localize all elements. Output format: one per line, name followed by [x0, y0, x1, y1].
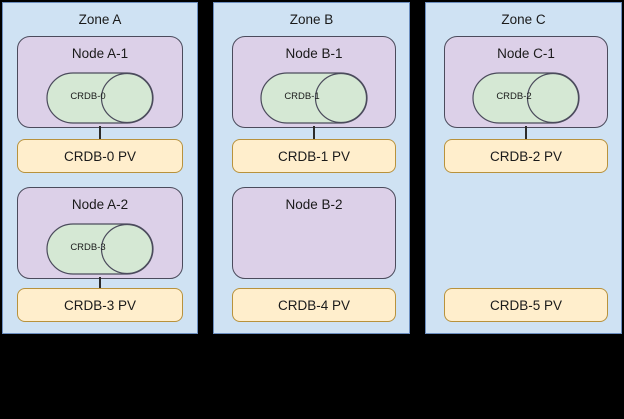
node-c-1-title: Node C-1	[497, 46, 555, 61]
pv-crdb-0[interactable]: CRDB-0 PV	[17, 139, 183, 173]
pv-crdb-2[interactable]: CRDB-2 PV	[444, 139, 608, 173]
node-b-2[interactable]: Node B-2	[232, 187, 396, 279]
connector-crdb-0	[99, 126, 101, 140]
pod-crdb-1[interactable]: CRDB-1	[260, 72, 368, 124]
pod-crdb-2[interactable]: CRDB-2	[472, 72, 580, 124]
cylinder-icon	[46, 223, 154, 275]
pv-crdb-1[interactable]: CRDB-1 PV	[232, 139, 396, 173]
pod-crdb-2-label: CRDB-2	[496, 91, 532, 102]
pod-crdb-0[interactable]: CRDB-0	[46, 72, 154, 124]
node-b-1[interactable]: Node B-1 CRDB-1	[232, 36, 396, 128]
connector-crdb-2	[525, 126, 527, 140]
node-a-1-title: Node A-1	[71, 46, 129, 61]
node-c-1[interactable]: Node C-1 CRDB-2	[444, 36, 608, 128]
zone-a[interactable]: Zone A Node A-1 CRDB-0 CRDB-0 PV Node A-…	[2, 2, 198, 334]
node-b-1-title: Node B-1	[285, 46, 343, 61]
pv-crdb-4[interactable]: CRDB-4 PV	[232, 288, 396, 322]
node-a-2-title: Node A-2	[71, 197, 129, 212]
zone-b[interactable]: Zone B Node B-1 CRDB-1 CRDB-1 PV Node B-…	[213, 2, 410, 334]
connector-crdb-1	[313, 126, 315, 140]
zone-c[interactable]: Zone C Node C-1 CRDB-2 CRDB-2 PV CRDB-5 …	[425, 2, 622, 334]
pod-crdb-3[interactable]: CRDB-3	[46, 223, 154, 275]
node-b-2-title: Node B-2	[285, 197, 343, 212]
node-a-1[interactable]: Node A-1 CRDB-0	[17, 36, 183, 128]
pod-crdb-0-label: CRDB-0	[70, 91, 106, 102]
connector-crdb-3	[99, 277, 101, 290]
pod-crdb-3-label: CRDB-3	[70, 242, 106, 253]
zone-b-title: Zone B	[289, 12, 334, 27]
pv-crdb-3[interactable]: CRDB-3 PV	[17, 288, 183, 322]
cylinder-icon	[46, 72, 154, 124]
zone-c-title: Zone C	[501, 12, 546, 27]
zone-a-title: Zone A	[78, 12, 122, 27]
pod-crdb-1-label: CRDB-1	[284, 91, 320, 102]
cylinder-icon	[472, 72, 580, 124]
pv-crdb-5[interactable]: CRDB-5 PV	[444, 288, 608, 322]
node-a-2[interactable]: Node A-2 CRDB-3	[17, 187, 183, 279]
cylinder-icon	[260, 72, 368, 124]
